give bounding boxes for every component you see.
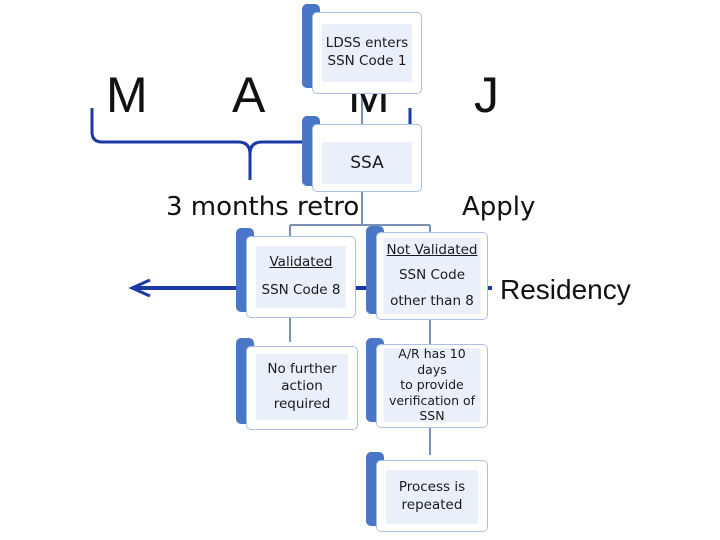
node-ldss: LDSS enters SSN Code 1 <box>302 4 422 94</box>
node-no-further-line3: required <box>273 395 331 412</box>
node-validated-line2: SSN Code 8 <box>261 282 341 298</box>
node-no-further-line1: No further <box>267 360 337 377</box>
node-not-validated: Not Validated SSN Code other than 8 <box>366 226 488 320</box>
node-process-line2: repeated <box>401 497 463 513</box>
caption-retro: 3 months retro <box>166 192 360 222</box>
node-ar-days-line3: verification of <box>388 392 476 408</box>
node-ldss-line2: SSN Code 1 <box>327 53 407 69</box>
caption-residency: Residency <box>500 274 631 305</box>
node-no-further-line2: action <box>281 378 323 395</box>
node-ar-days-line1: A/R has 10 days <box>398 345 466 377</box>
node-ar-days-line4: SSN <box>419 408 445 424</box>
month-letter-2: A <box>232 67 266 123</box>
node-validated: Validated SSN Code 8 <box>236 228 356 318</box>
caption-apply: Apply <box>462 192 536 222</box>
node-ldss-line1: LDSS enters <box>325 35 409 52</box>
residency-arrow-head <box>128 278 151 298</box>
node-not-validated-line3: other than 8 <box>390 292 474 309</box>
month-letter-1: M <box>106 67 148 123</box>
node-ssa: SSA <box>302 116 422 192</box>
node-ssa-line1: SSA <box>350 152 384 173</box>
node-ar-days-line2: to provide <box>400 377 464 393</box>
node-ar-days: A/R has 10 days to provide verification … <box>366 338 488 428</box>
node-validated-line1: Validated <box>269 254 333 271</box>
month-letter-4: J <box>474 67 499 123</box>
node-process: Process is repeated <box>366 452 488 532</box>
node-not-validated-line2: SSN Code <box>398 267 466 284</box>
node-process-line1: Process is <box>398 479 466 496</box>
node-not-validated-line1: Not Validated <box>386 241 478 258</box>
node-no-further: No further action required <box>236 338 358 430</box>
